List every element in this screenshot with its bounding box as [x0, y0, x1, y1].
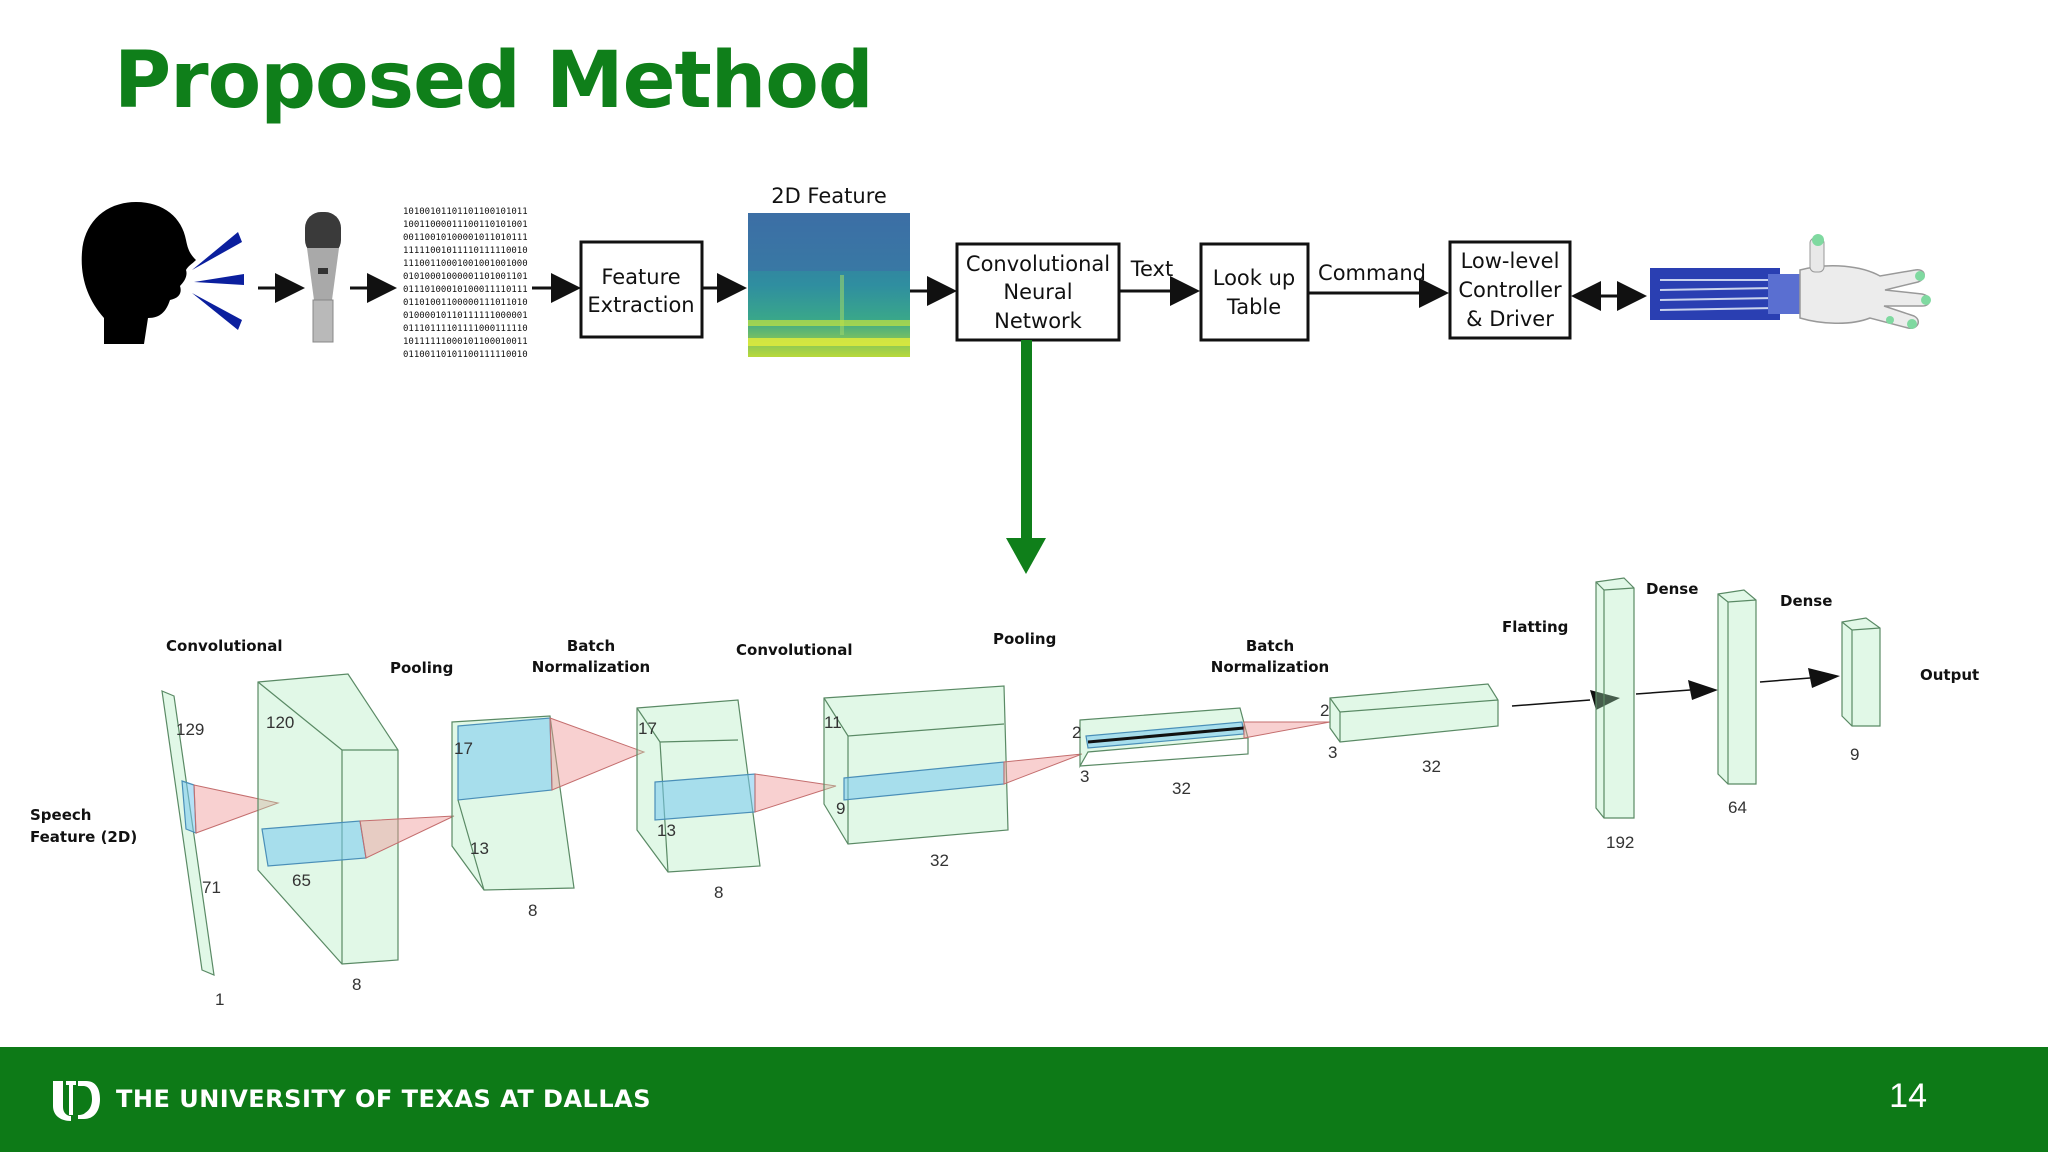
- conv1-dim-d: 8: [352, 975, 361, 994]
- svg-text:Controller: Controller: [1458, 278, 1562, 302]
- sound-waves-icon: [192, 232, 244, 330]
- svg-text:10111111000101100010011: 10111111000101100010011: [403, 337, 528, 347]
- input-plate: [161, 690, 280, 976]
- svg-text:11100110001001001001000: 11100110001001001001000: [403, 259, 528, 269]
- utd-logo: [50, 1077, 102, 1128]
- bn1-dim-d: 8: [714, 883, 723, 902]
- svg-text:01110111101111000111110: 01110111101111000111110: [403, 324, 528, 334]
- green-down-arrow: [1006, 340, 1046, 574]
- output-dim: 9: [1850, 745, 1859, 764]
- pool2-volume: [1079, 707, 1331, 769]
- svg-text:01101001100000111011010: 01101001100000111011010: [403, 298, 528, 308]
- svg-text:10100101101101100101011: 10100101101101100101011: [403, 207, 528, 217]
- feature-extraction-box: Feature Extraction: [579, 240, 704, 339]
- pool1-volume: [451, 715, 646, 891]
- svg-text:Convolutional: Convolutional: [966, 252, 1110, 276]
- conv1-dim-w: 65: [292, 871, 311, 890]
- pool1-dim-h: 17: [454, 739, 473, 758]
- arrow-dense2: [1808, 668, 1840, 688]
- conv1-volume: [257, 673, 455, 965]
- layer-label-conv2: Convolutional: [736, 641, 852, 659]
- layer-label-conv1: Convolutional: [166, 637, 282, 655]
- bn2-dim-d: 32: [1422, 757, 1441, 776]
- bn2-dim-w: 3: [1328, 743, 1337, 762]
- arrow-dense1: [1688, 680, 1718, 700]
- svg-text:11111001011110111110010: 11111001011110111110010: [403, 246, 528, 256]
- slide-title: Proposed Method: [114, 36, 874, 126]
- layer-label-pool2: Pooling: [993, 630, 1056, 648]
- svg-text:Neural: Neural: [1003, 280, 1072, 304]
- bn2-dim-h: 2: [1320, 701, 1329, 720]
- svg-text:& Driver: & Driver: [1466, 307, 1554, 331]
- speaker-head-icon: [81, 202, 196, 344]
- cnn-box: Convolutional Neural Network: [955, 242, 1121, 342]
- conv1-dim-h: 120: [266, 713, 294, 732]
- svg-text:Feature: Feature: [601, 265, 680, 289]
- input-dim-h: 129: [176, 720, 204, 739]
- conv2-dim-d: 32: [930, 851, 949, 870]
- conv2-dim-w: 9: [836, 799, 845, 818]
- input-dim-d: 1: [215, 990, 224, 1009]
- controller-box: Low-level Controller & Driver: [1448, 240, 1572, 340]
- layer-label-bn1-line2: Normalization: [532, 658, 650, 676]
- layer-label-output: Output: [1920, 666, 1979, 684]
- feature-2d-label: 2D Feature: [771, 184, 887, 208]
- text-label: Text: [1130, 257, 1173, 281]
- university-name: THE UNIVERSITY OF TEXAS AT DALLAS: [116, 1085, 651, 1113]
- input-label-line2: Feature (2D): [30, 828, 137, 846]
- microphone-icon: [305, 212, 341, 343]
- input-dim-w: 71: [202, 878, 221, 897]
- footer-bar: THE UNIVERSITY OF TEXAS AT DALLAS 14: [0, 1047, 2048, 1152]
- method-diagram: 10100101101101100101011 1001100001110011…: [30, 184, 1979, 1009]
- binary-data: 10100101101101100101011 1001100001110011…: [403, 207, 528, 360]
- layer-label-dense2: Dense: [1780, 592, 1832, 610]
- dense1-dim: 192: [1606, 833, 1634, 852]
- svg-text:Table: Table: [1226, 295, 1281, 319]
- page-number: 14: [1889, 1077, 1927, 1115]
- layer-label-bn1-line1: Batch: [567, 637, 615, 655]
- svg-text:Look up: Look up: [1213, 266, 1296, 290]
- layer-label-bn2-line2: Normalization: [1211, 658, 1329, 676]
- output-volume: [1841, 617, 1881, 727]
- bn2-volume: [1329, 683, 1499, 743]
- bn1-dim-h: 17: [638, 719, 657, 738]
- conv2-volume: [823, 685, 1083, 845]
- arrow-flatten: [1590, 690, 1620, 710]
- layer-label-bn2-line1: Batch: [1246, 637, 1294, 655]
- svg-text:01110100010100011110111: 01110100010100011110111: [403, 285, 528, 295]
- svg-text:Low-level: Low-level: [1461, 249, 1560, 273]
- svg-text:01010001000001101001101: 01010001000001101001101: [403, 272, 528, 282]
- robotic-hand-image: [1650, 234, 1931, 329]
- dense1-volume: [1595, 577, 1635, 819]
- svg-text:Network: Network: [994, 309, 1083, 333]
- layer-label-flatten: Flatting: [1502, 618, 1568, 636]
- svg-text:00110010100001011010111: 00110010100001011010111: [403, 233, 528, 243]
- layer-label-pool1: Pooling: [390, 659, 453, 677]
- svg-text:01100110101100111110010: 01100110101100111110010: [403, 350, 528, 360]
- dense2-volume: [1717, 589, 1757, 785]
- pool2-dim-h: 2: [1072, 723, 1081, 742]
- svg-text:10011000011100110101001: 10011000011100110101001: [403, 220, 528, 230]
- conv2-dim-h: 11: [824, 713, 842, 732]
- svg-text:01000010110111111000001: 01000010110111111000001: [403, 311, 528, 321]
- bn1-dim-w: 13: [657, 821, 676, 840]
- pool1-dim-d: 8: [528, 901, 537, 920]
- command-label: Command: [1318, 261, 1426, 285]
- input-label-line1: Speech: [30, 806, 91, 824]
- spectrogram-image: [748, 213, 910, 357]
- pool2-dim-d: 32: [1172, 779, 1191, 798]
- pool1-dim-w: 13: [470, 839, 489, 858]
- layer-label-dense1: Dense: [1646, 580, 1698, 598]
- pool2-dim-w: 3: [1080, 767, 1089, 786]
- svg-text:Extraction: Extraction: [587, 293, 694, 317]
- lookup-table-box: Look up Table: [1199, 242, 1310, 342]
- bn1-volume: [636, 699, 837, 873]
- dense2-dim: 64: [1728, 798, 1747, 817]
